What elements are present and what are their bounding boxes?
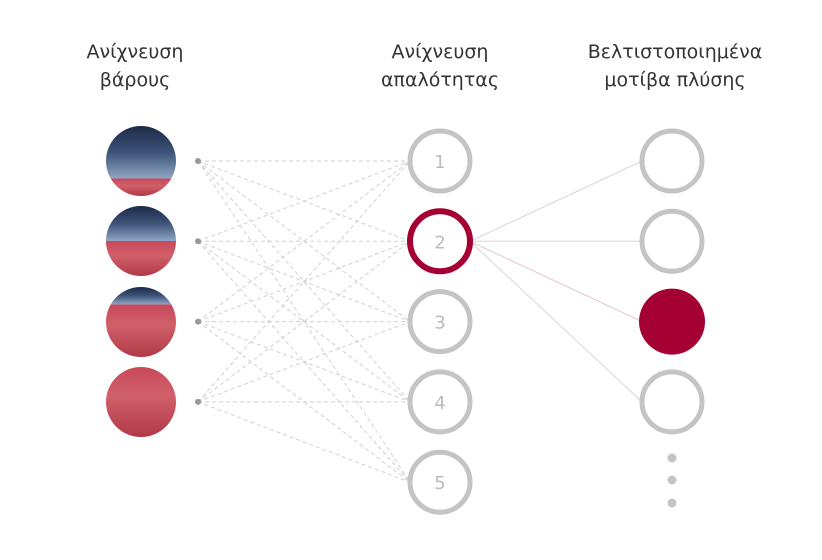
header-weight-detection: Ανίχνευση βάρους (86, 41, 184, 91)
dashed-connector (197, 240, 411, 323)
dashed-connector (197, 160, 411, 403)
dashed-connector (197, 401, 411, 483)
more-ellipsis-dot (667, 498, 677, 508)
softness-node-label: 4 (434, 393, 445, 414)
softness-node-1 (407, 128, 473, 194)
softness-node-label: 1 (434, 152, 445, 173)
dashed-connector (197, 321, 411, 483)
dashed-connector (197, 240, 411, 483)
wash-pattern-node (639, 288, 705, 355)
solid-connector (469, 240, 643, 403)
dashed-connector (197, 160, 411, 322)
softness-node-3 (407, 289, 473, 355)
connector-dot (195, 158, 201, 164)
load-level-3-photo (106, 286, 176, 357)
header-softness-detection: Ανίχνευση απαλότητας (381, 41, 499, 91)
wash-pattern-node (639, 369, 705, 435)
header-optimized-patterns: Βελτιστοποιημένα μοτίβα πλύσης (587, 41, 763, 91)
dashed-connector (197, 160, 411, 322)
dashed-connector (197, 240, 411, 403)
softness-node-label: 2 (434, 232, 445, 253)
connector-dot (195, 238, 201, 245)
softness-node-label: 5 (434, 473, 445, 494)
more-ellipsis-dot (667, 453, 677, 463)
more-ellipsis-dot (667, 475, 677, 485)
softness-node-5 (407, 449, 473, 515)
connector-dot (195, 318, 201, 325)
dashed-connector (197, 160, 411, 242)
load-level-4-photo (106, 366, 176, 437)
connector-dot (195, 398, 201, 405)
solid-connector (469, 160, 643, 242)
load-level-1-photo (106, 126, 176, 196)
softness-node-2 (407, 208, 473, 275)
load-level-2-photo (106, 206, 176, 277)
softness-node-4 (407, 369, 473, 435)
softness-node-label: 3 (434, 313, 445, 334)
dashed-connector (197, 321, 411, 403)
solid-connector (469, 240, 643, 323)
dashed-connector (197, 160, 411, 403)
wash-pattern-node (639, 128, 705, 194)
dashed-connector (197, 240, 411, 403)
wash-pattern-node (639, 208, 705, 274)
